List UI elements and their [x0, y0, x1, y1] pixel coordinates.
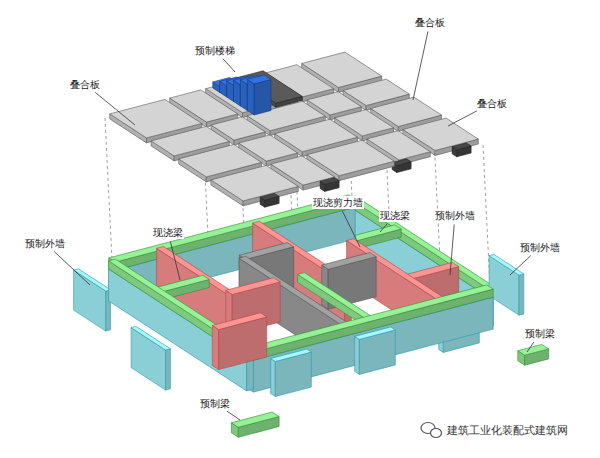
wall-layer — [74, 195, 549, 437]
precast-beam — [231, 412, 279, 427]
part-label: 现浇梁 — [152, 226, 184, 239]
precast-wall — [489, 254, 524, 275]
precast-wall — [271, 349, 312, 361]
stair-step — [247, 75, 271, 84]
slab-rib — [320, 178, 339, 185]
shear-wall — [226, 278, 280, 295]
wall — [322, 253, 376, 270]
leader-line — [170, 241, 180, 280]
leader-line — [380, 224, 387, 232]
part-label: 现浇梁 — [379, 209, 411, 222]
cast-beam — [115, 199, 355, 270]
part-label: 预制外墙 — [24, 237, 66, 250]
stair-step — [254, 80, 271, 115]
leader-line — [223, 59, 235, 72]
leader-line — [95, 92, 135, 125]
leader-line — [227, 411, 240, 420]
precast-wall — [74, 269, 111, 291]
precast-beam — [518, 344, 549, 355]
slab-rib — [392, 159, 411, 166]
part-label: 叠合板 — [476, 97, 508, 110]
part-label: 预制楼梯 — [194, 44, 236, 57]
shear-wall — [212, 325, 218, 369]
leader-line — [510, 256, 531, 275]
part-label: 叠合板 — [69, 78, 101, 91]
leader-line — [413, 31, 428, 100]
stair-step — [247, 79, 254, 115]
part-label: 预制外墙 — [434, 209, 476, 222]
wechat-icon — [421, 423, 442, 438]
leader-line — [450, 224, 454, 275]
precast-stair — [213, 75, 271, 115]
wall — [239, 243, 293, 260]
precast-wall — [355, 336, 360, 374]
slab-rib — [260, 193, 279, 200]
watermark: 建筑工业化装配式建筑网 — [446, 424, 569, 437]
part-label: 现浇剪力墙 — [312, 196, 364, 209]
cast-beam — [155, 275, 209, 292]
precast-wall — [166, 349, 171, 390]
leader-line — [54, 252, 90, 285]
leader-line — [448, 111, 477, 126]
part-label: 预制外墙 — [519, 241, 561, 254]
slab-panel — [211, 165, 298, 201]
slab-layer — [110, 52, 479, 207]
drop-line — [105, 118, 112, 260]
part-label: 预制梁 — [524, 327, 556, 340]
precast-wall — [355, 327, 396, 339]
precast-wall — [131, 326, 170, 350]
shear-wall — [212, 313, 266, 330]
stair-step — [240, 80, 247, 111]
slab-rib — [452, 143, 471, 150]
wechat-bubble — [431, 429, 442, 438]
part-label: 预制梁 — [199, 397, 231, 410]
leader-line — [342, 211, 360, 247]
part-label: 叠合板 — [414, 16, 446, 29]
leader-line — [527, 342, 534, 352]
precast-wall — [271, 359, 276, 397]
precast-wall — [519, 274, 524, 315]
